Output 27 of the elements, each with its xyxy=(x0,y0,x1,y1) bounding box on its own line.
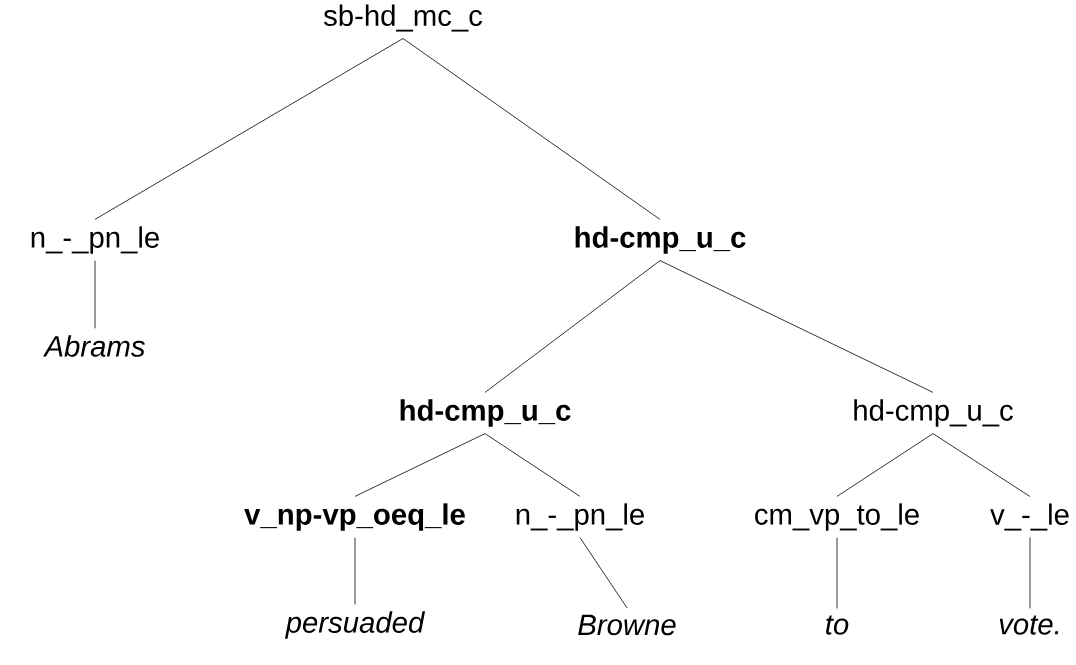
tree-label: vote. xyxy=(999,615,1059,635)
tree-label: sb-hd_mc_c xyxy=(323,4,483,32)
tree-label: hd-cmp_u_c xyxy=(854,399,1013,427)
tree-branch xyxy=(659,260,934,393)
tree-branch xyxy=(94,260,96,329)
tree-branch xyxy=(354,433,486,497)
tree-label: n_-_pn_le xyxy=(516,503,644,531)
tree-label: to xyxy=(826,615,849,635)
tree-label: Abrams xyxy=(43,335,145,357)
tree-label: Browne xyxy=(578,614,676,636)
tree-label: n_-_pn_le xyxy=(31,226,159,254)
tree-label: hd-cmp_u_c xyxy=(575,226,746,254)
tree-branch xyxy=(932,433,1031,497)
tree-label: cm_vp_to_le xyxy=(755,503,919,531)
tree-label: v_np-vp_oeq_le xyxy=(244,503,465,531)
tree-branch xyxy=(836,433,934,497)
tree-branch xyxy=(484,260,661,393)
tree-branch xyxy=(354,537,356,605)
tree-label: persuaded xyxy=(284,611,426,639)
tree-branch xyxy=(94,38,404,220)
tree-branch xyxy=(1029,537,1031,609)
tree-branch xyxy=(836,537,838,609)
tree-branch xyxy=(402,38,661,220)
tree-branch xyxy=(484,433,581,497)
tree-label: v_-_le xyxy=(990,503,1069,531)
tree-branch xyxy=(579,537,628,609)
tree-label: hd-cmp_u_c xyxy=(400,399,571,427)
